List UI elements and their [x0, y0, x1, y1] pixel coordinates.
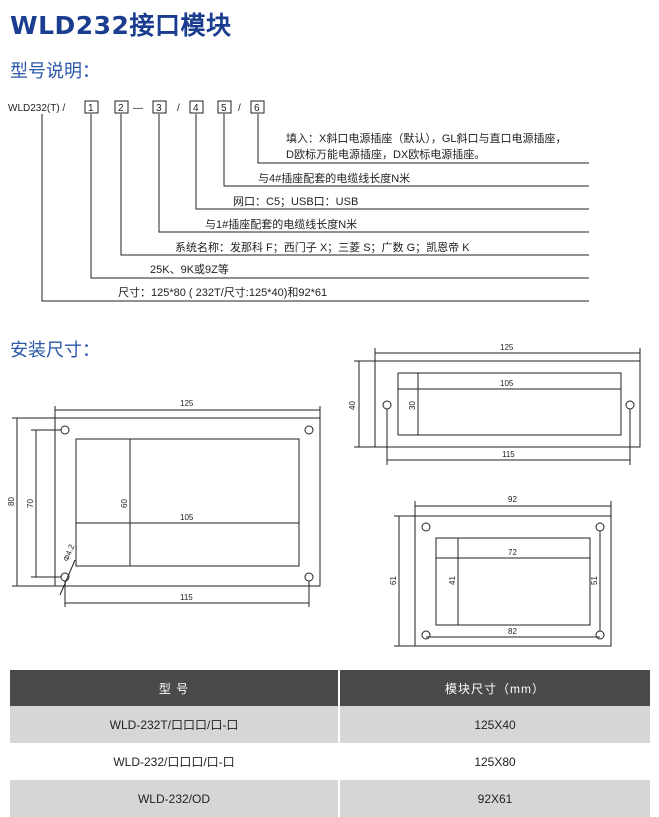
code-box-label-3: 3	[156, 103, 162, 114]
model-prefix: WLD232(T) /	[8, 103, 65, 114]
description-5: 与4#插座配套的电缆线长度N米	[258, 171, 410, 185]
code-box-label-1: 1	[88, 103, 94, 114]
cell-model: WLD-232/口口口/口-口	[113, 755, 235, 769]
dim-od-width-holes: 82	[508, 627, 517, 636]
panel-outline-92x61	[414, 515, 612, 647]
cell-size: 125X40	[338, 706, 650, 743]
dim-hole-diameter: Φ4.2	[62, 543, 77, 563]
technical-drawings: WLD232(T) / 1 2 — 3 / 4 5 / 6 填入：X斜口电源插座…	[7, 100, 641, 647]
dim-od-width-cutout: 72	[508, 548, 517, 557]
description-6-line2: D欧标万能电源插座，DX欧标电源插座。	[286, 147, 485, 161]
cell-size: 92X61	[338, 780, 650, 817]
page-title: WLD232接口模块	[10, 11, 232, 40]
dim-od-height-holes: 51	[590, 576, 599, 585]
separator-dash: —	[133, 103, 143, 114]
dim-small-width-outer: 125	[500, 343, 514, 352]
header-size: 模块尺寸（mm）	[338, 670, 650, 706]
panel-outline-125x80	[54, 417, 321, 587]
code-box-label-4: 4	[193, 103, 199, 114]
dim-large-width-holes: 115	[180, 593, 193, 602]
separator-slash-1: /	[177, 103, 180, 114]
cutout-105x60	[75, 438, 300, 567]
code-box-5	[217, 100, 232, 114]
separator-slash-2: /	[238, 103, 241, 114]
dim-small-width-holes: 115	[502, 450, 515, 459]
description-0: 尺寸：125*80 ( 232T/尺寸:125*40)和92*61	[118, 285, 327, 299]
dim-od-height-outer: 61	[389, 576, 398, 585]
spec-table: 型 号 模块尺寸（mm） WLD-232T/口口口/口-口 125X40 WLD…	[10, 670, 650, 817]
cell-model: WLD-232T/口口口/口-口	[10, 706, 339, 743]
cell-model: WLD-232/OD	[10, 780, 339, 817]
panel-outline-125x40	[374, 360, 641, 448]
table-row: WLD-232/OD 92X61	[10, 780, 650, 817]
table-row: WLD-232/口口口/口-口 125X80	[10, 743, 650, 780]
code-box-3	[152, 100, 167, 114]
code-box-2	[114, 100, 129, 114]
description-2: 系统名称：发那科 F；西门子 X；三菱 S；广数 G；凯恩帝 K	[175, 240, 470, 254]
code-box-1	[84, 100, 99, 114]
description-3: 与1#插座配套的电缆线长度N米	[205, 217, 357, 231]
code-box-label-5: 5	[221, 103, 227, 114]
description-1: 25K、9K或9Z等	[150, 262, 229, 276]
cutout-105x30	[397, 372, 622, 436]
cell-size: 125X80	[338, 743, 650, 780]
header-model: 型 号	[10, 670, 339, 706]
install-section-heading: 安装尺寸：	[10, 340, 100, 361]
dim-large-width-cutout: 105	[180, 513, 194, 522]
dim-large-height-outer: 80	[7, 497, 16, 506]
dim-small-height-outer: 40	[348, 401, 357, 410]
dim-large-height-holes: 70	[26, 499, 35, 508]
dim-small-width-cutout: 105	[500, 379, 514, 388]
description-6-line1: 填入：X斜口电源插座（默认），GL斜口与直口电源插座，	[286, 131, 567, 145]
model-section-heading: 型号说明：	[10, 61, 100, 82]
spec-table-header: 型 号 模块尺寸（mm）	[10, 670, 650, 706]
code-box-6	[250, 100, 265, 114]
code-box-4	[189, 100, 204, 114]
dim-large-width-outer: 125	[180, 399, 194, 408]
dim-od-height-cutout: 41	[448, 576, 457, 585]
cutout-72x41	[435, 537, 591, 626]
description-4: 网口：C5；USB口：USB	[233, 196, 358, 208]
dim-od-width-outer: 92	[508, 495, 517, 504]
table-row: WLD-232T/口口口/口-口 125X40	[10, 706, 650, 743]
code-box-label-2: 2	[118, 103, 124, 114]
dim-small-height-cutout: 30	[408, 401, 417, 410]
code-box-label-6: 6	[254, 103, 260, 114]
dim-large-height-cutout: 60	[120, 499, 129, 508]
